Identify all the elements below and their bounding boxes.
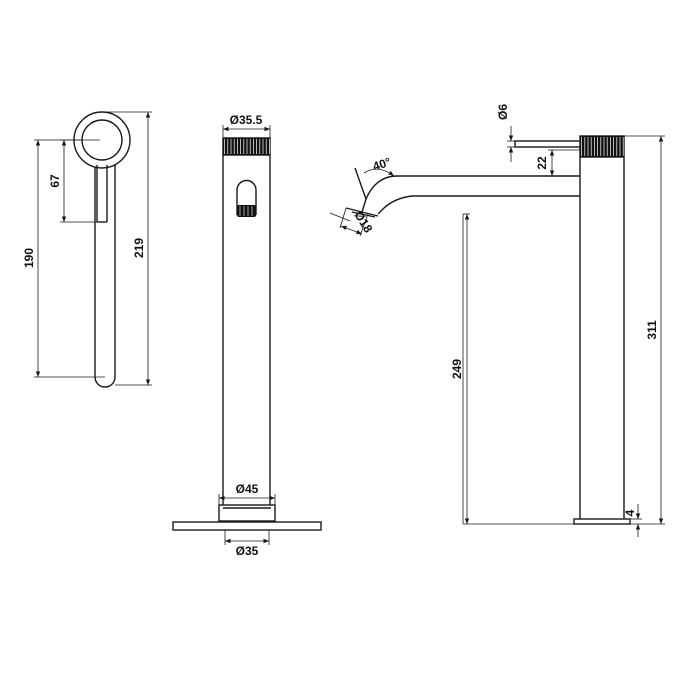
dim-190: 190 (22, 139, 105, 378)
dim-bottom-diameter-label: Ø35 (236, 544, 259, 558)
dim-base-diameter: Ø45 (218, 482, 276, 505)
dim-top-diameter-label: Ø35.5 (230, 113, 263, 127)
side-view: 67 190 219 (22, 111, 152, 388)
dim-bottom-diameter: Ø35 (224, 530, 270, 558)
dim-angle-label: 40° (371, 155, 393, 174)
handle-lever (94, 140, 116, 388)
dim-311: 311 (624, 135, 665, 525)
front-view: Ø35.5 Ø45 Ø35 (172, 113, 322, 558)
knurled-cap (222, 137, 271, 156)
dim-67-label: 67 (48, 174, 62, 188)
outlet-slot (236, 179, 257, 217)
dim-219: 219 (102, 111, 152, 386)
dim-219-label: 219 (132, 238, 146, 258)
dim-249: 249 (450, 213, 574, 525)
dim-22-label: 22 (535, 156, 549, 170)
tap-body (222, 155, 271, 505)
dim-249-label: 249 (450, 359, 464, 379)
dim-top-diameter: Ø35.5 (222, 113, 271, 138)
dim-4-label: 4 (623, 509, 637, 516)
dim-190-label: 190 (22, 248, 36, 268)
handle-pin (514, 140, 581, 148)
tap-column (579, 157, 625, 519)
handle-cap (73, 111, 131, 169)
dim-4: 4 (623, 504, 642, 537)
tap-base (172, 504, 322, 531)
knurled-cap-profile (579, 135, 625, 158)
dim-angle: 40° (363, 155, 395, 177)
dim-pin-diameter-label: Ø6 (496, 104, 510, 120)
dim-22: 22 (535, 149, 580, 177)
dim-pin-diameter: Ø6 (496, 104, 515, 162)
dim-311-label: 311 (645, 320, 659, 340)
spout (345, 167, 580, 218)
dim-base-diameter-label: Ø45 (236, 482, 259, 496)
tap-base-profile (573, 518, 631, 525)
profile-view: Ø6 22 40° Ø18 249 (329, 104, 665, 537)
